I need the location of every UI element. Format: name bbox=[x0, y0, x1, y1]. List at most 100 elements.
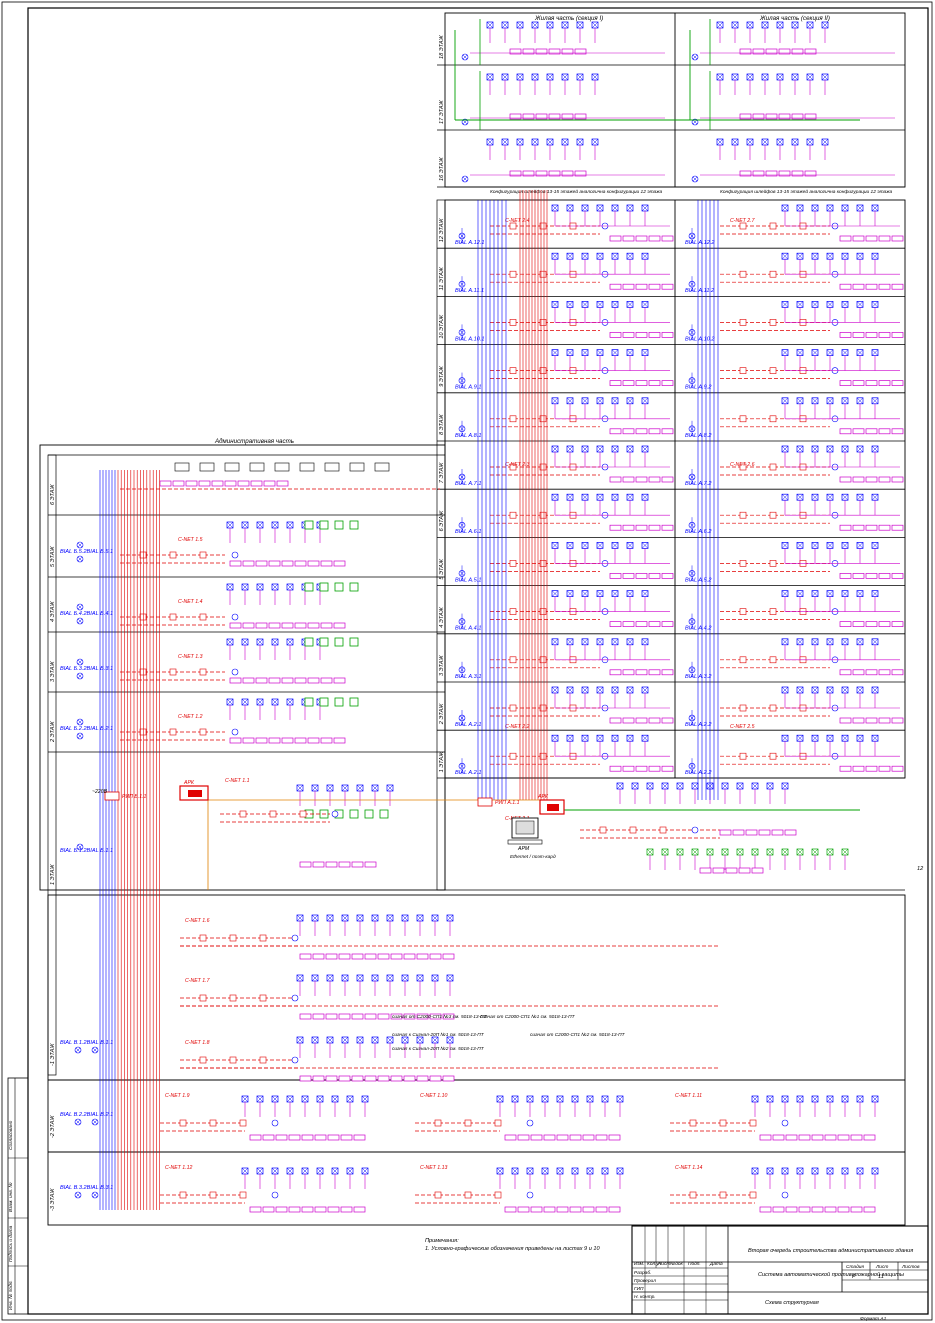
bial-label-right: BIAL A.3.2 bbox=[685, 674, 712, 680]
detector-green-icon-stroke bbox=[691, 848, 699, 856]
rip-a11-label: РИП А.1.1 bbox=[495, 800, 520, 806]
am-am-module bbox=[548, 113, 561, 120]
detector-icon-stroke bbox=[826, 638, 834, 645]
stamp-stage-hdr: Стадия bbox=[846, 1264, 864, 1270]
valve-icon bbox=[379, 809, 389, 819]
res-top-floor-R bbox=[691, 19, 895, 65]
am-am-module bbox=[839, 332, 852, 338]
loop-fuse-icon bbox=[169, 551, 177, 559]
am-am-module bbox=[340, 1134, 353, 1141]
detector-icon-stroke bbox=[356, 784, 364, 792]
am-am-module bbox=[320, 737, 333, 744]
admin-floor-label: 1 ЭТАЖ bbox=[50, 863, 56, 885]
valve-icon bbox=[304, 520, 314, 530]
detector-icon-stroke bbox=[541, 1167, 549, 1175]
stamp-sheet-title: Схема структурная bbox=[765, 1300, 819, 1306]
am-am-module bbox=[878, 476, 891, 483]
panel-icon bbox=[274, 462, 290, 472]
detector-icon-stroke bbox=[796, 542, 804, 549]
loop-fuse-icon bbox=[259, 994, 267, 1002]
res-floor-L bbox=[458, 638, 674, 678]
floor-label: 17 ЭТАЖ bbox=[439, 99, 445, 124]
am-am-module bbox=[784, 829, 797, 836]
stamp-row-1: Проверил bbox=[634, 1278, 656, 1284]
ethernet-label: Ethernet / поэт-кард bbox=[510, 854, 556, 860]
bial-label-right: BIAL A.6.2 bbox=[685, 529, 712, 535]
detector-icon-stroke bbox=[826, 301, 834, 308]
basement-loop-row: C-NET 1.8 bbox=[180, 1036, 720, 1082]
detector-icon-stroke bbox=[796, 253, 804, 260]
loop-fuse-icon bbox=[689, 1119, 697, 1127]
detector-icon-stroke bbox=[826, 253, 834, 260]
am-am-module bbox=[648, 765, 661, 772]
am-am-module bbox=[608, 1206, 621, 1213]
loop-bias-icon bbox=[691, 826, 699, 834]
am-am-module bbox=[609, 621, 622, 627]
basement-floor-label: -2 ЭТАЖ bbox=[50, 1115, 56, 1138]
basement-loop-group: C-NET 1.13 bbox=[415, 1165, 624, 1213]
am-am-module bbox=[739, 48, 752, 55]
detector-icon-stroke bbox=[826, 349, 834, 356]
floor-label: 5 ЭТАЖ bbox=[439, 558, 445, 580]
bial-label-left: BIAL A.10.1 bbox=[455, 336, 485, 342]
ark-controller: АРК bbox=[179, 780, 209, 801]
am-am-module bbox=[229, 737, 242, 744]
detector-icon-stroke bbox=[811, 590, 819, 597]
res-floor-L bbox=[458, 252, 674, 293]
detector-icon-stroke bbox=[361, 1095, 369, 1103]
am-am-module bbox=[765, 48, 778, 55]
detector-icon-stroke bbox=[626, 301, 634, 308]
detector-icon-stroke bbox=[581, 494, 589, 501]
signal-note-1: сигнал от С2000-СП1 №3 см. 5018-13-ПТ bbox=[392, 1014, 488, 1020]
am-am-module bbox=[403, 1075, 416, 1082]
loop-fuse-icon bbox=[689, 1191, 697, 1199]
am-am-module bbox=[878, 380, 891, 386]
am-am-module bbox=[661, 380, 674, 386]
am-am-module bbox=[429, 953, 442, 960]
detector-icon-stroke bbox=[766, 1167, 774, 1175]
detector-icon-stroke bbox=[841, 638, 849, 645]
loop-fuse-icon bbox=[539, 608, 547, 615]
loop-fuse-icon bbox=[739, 270, 747, 278]
res-floor-R bbox=[688, 590, 904, 630]
detector-icon-stroke bbox=[546, 21, 554, 29]
loop-fuse-icon bbox=[509, 463, 517, 471]
detector-icon-stroke bbox=[551, 494, 559, 501]
detector-icon-stroke bbox=[871, 349, 879, 356]
am-am-module bbox=[429, 1013, 442, 1020]
detector-icon-stroke bbox=[256, 521, 264, 529]
bial-lamp-icon-stroke bbox=[77, 673, 83, 679]
detector-icon-stroke bbox=[721, 782, 729, 790]
detector-icon-stroke bbox=[796, 638, 804, 645]
am-am-module bbox=[635, 669, 648, 676]
loop-fuse-icon bbox=[539, 367, 547, 374]
bial-label-left: BIAL A.12.1 bbox=[455, 240, 485, 246]
detector-icon-stroke bbox=[811, 445, 819, 453]
detector-icon-stroke bbox=[811, 1095, 819, 1103]
detector-green-icon-stroke bbox=[646, 848, 654, 856]
loop-fuse-icon bbox=[539, 560, 547, 567]
detector-icon-stroke bbox=[556, 1167, 564, 1175]
am-am-module bbox=[416, 1075, 429, 1082]
detector-icon-stroke bbox=[271, 1167, 279, 1175]
detector-icon-stroke bbox=[601, 1167, 609, 1175]
bial-label-left: BIAL A.2.1 bbox=[455, 722, 481, 728]
loop-fuse-icon bbox=[179, 1119, 187, 1127]
detector-icon-stroke bbox=[811, 494, 819, 501]
am-am-module bbox=[509, 48, 522, 55]
bial-label-left: BIAL A.3.1 bbox=[455, 674, 481, 680]
detector-icon-stroke bbox=[716, 73, 724, 81]
valve-icon bbox=[364, 809, 374, 819]
detector-icon-stroke bbox=[691, 782, 699, 790]
am-am-module bbox=[839, 476, 852, 483]
am-am-module bbox=[275, 1206, 288, 1213]
detector-icon-stroke bbox=[761, 73, 769, 81]
detector-icon-stroke bbox=[331, 1095, 339, 1103]
am-am-module bbox=[569, 1206, 582, 1213]
detector-icon-stroke bbox=[751, 1167, 759, 1175]
am-am-module bbox=[719, 829, 732, 836]
admin-bial-label: BIAL Б.1.2BIAL Б.1.1 bbox=[60, 848, 113, 854]
am-am-module bbox=[878, 765, 891, 772]
margin-sign-date: Подпись и дата bbox=[8, 1225, 14, 1262]
detector-icon-stroke bbox=[256, 638, 264, 646]
